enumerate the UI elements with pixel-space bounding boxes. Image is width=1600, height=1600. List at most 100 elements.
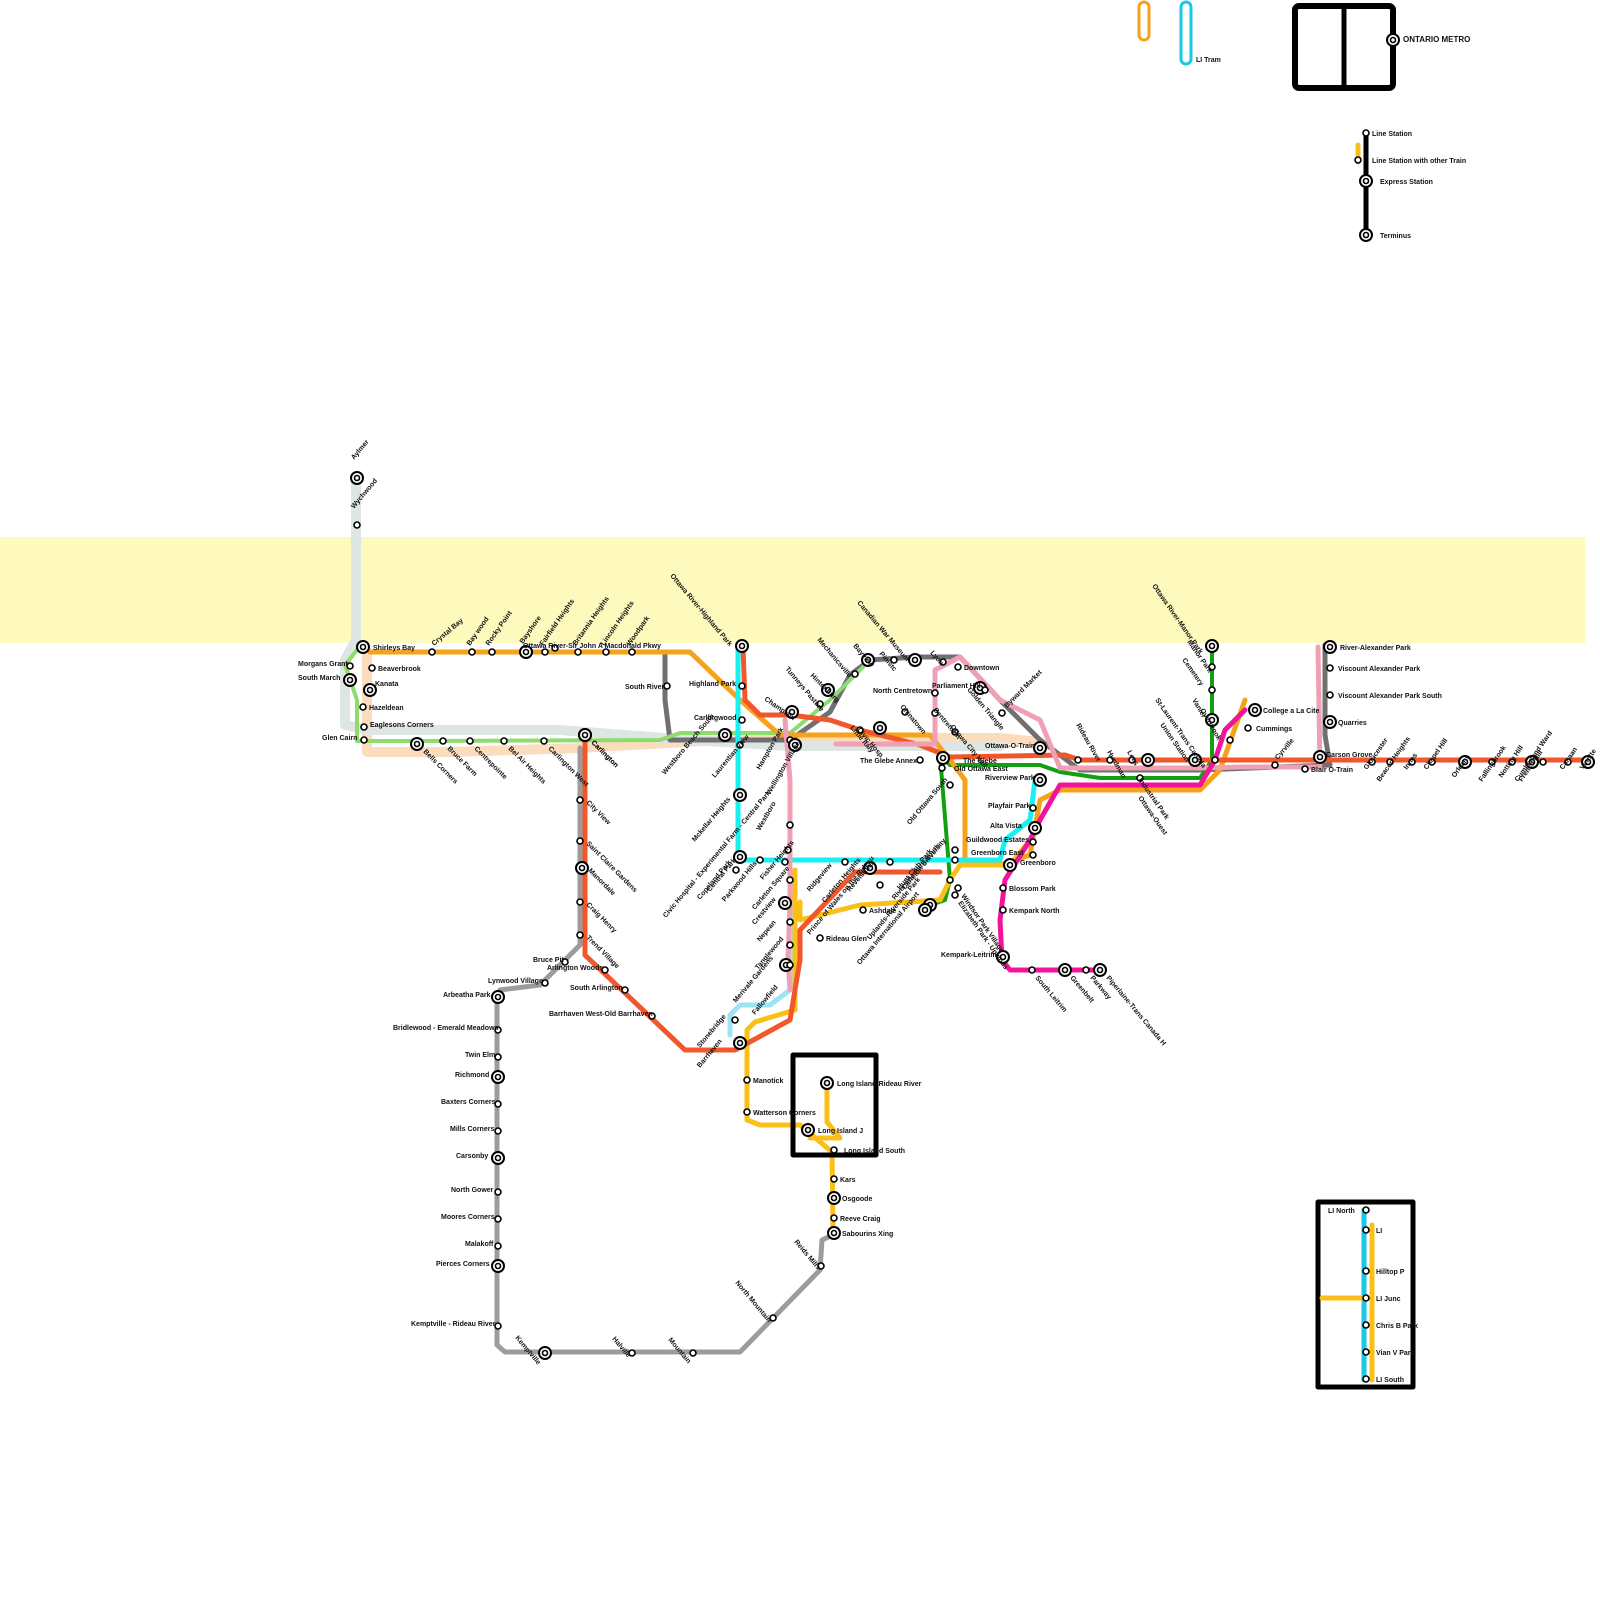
station-copeland-park bbox=[756, 856, 764, 864]
station-label-glen-cairn: Glen Cairn bbox=[322, 735, 357, 742]
station-fallingbrook bbox=[1488, 758, 1496, 766]
station-riverside-park-south bbox=[946, 876, 954, 884]
station-label-hazeldean: Hazeldean bbox=[369, 705, 404, 712]
station-hunt-club-park bbox=[951, 856, 959, 864]
station-carlington-west bbox=[540, 737, 548, 745]
station-label-north-centretown: North Centretown bbox=[873, 688, 932, 695]
station-label-watterson-corners: Watterson Corners bbox=[753, 1110, 816, 1117]
station-lincoln-heights bbox=[602, 648, 610, 656]
station-label-eaglesons-corners: Eaglesons Corners bbox=[370, 722, 434, 729]
station-label-arbeatha-park: Arbeatha Park bbox=[443, 992, 491, 999]
station-ottawa-international-airport bbox=[918, 903, 932, 917]
station-long-island-j bbox=[801, 1123, 815, 1137]
station-greenboro bbox=[1003, 858, 1017, 872]
station-label-beaverbrook: Beaverbrook bbox=[378, 666, 421, 673]
station-overbrook bbox=[1226, 736, 1234, 744]
station-label-guildwood-estates: Guildwood Estates bbox=[966, 837, 1029, 844]
station-ottawa-river-highland-park bbox=[735, 639, 749, 653]
station-label-chris-b-park: Chris B Park bbox=[1376, 1323, 1418, 1330]
station-old-ottawa-south bbox=[946, 781, 954, 789]
line-peach bbox=[362, 645, 1045, 757]
station-old-ottawa-east bbox=[938, 764, 946, 772]
station-blair-o-train bbox=[1301, 765, 1309, 773]
station-saint-claire-gardens bbox=[576, 837, 584, 845]
station-twin-elm bbox=[494, 1053, 502, 1061]
station-gloucester bbox=[1368, 758, 1376, 766]
station-label-li-junc: LI Junc bbox=[1376, 1296, 1401, 1303]
station-chinatown bbox=[901, 708, 909, 716]
station-label-greenboro-east: Greenboro East bbox=[971, 850, 1024, 857]
station-kempark-north bbox=[999, 906, 1007, 914]
station-carleton-university bbox=[951, 846, 959, 854]
station-woodpark bbox=[628, 648, 636, 656]
station-label-li: LI bbox=[1376, 1228, 1382, 1235]
station-label-stonebridge: Stonebridge bbox=[696, 1013, 728, 1049]
station-label-the-glebe-annex: The Glebe Annex bbox=[860, 758, 917, 765]
station-label-baxters-corners: Baxters Corners bbox=[441, 1099, 496, 1106]
station-revelstoke bbox=[886, 858, 894, 866]
station-river-alexander-park bbox=[1323, 640, 1337, 654]
station-moores-corners bbox=[494, 1215, 502, 1223]
station-kemptville-rideau-river bbox=[494, 1322, 502, 1330]
station-ottawa-river-sir-john-a-macdonald-pkwy bbox=[551, 644, 559, 652]
station-label-malakoff: Malakoff bbox=[465, 1241, 494, 1248]
station-south-march bbox=[343, 673, 357, 687]
station-tanglewood bbox=[786, 941, 794, 949]
station-li-north bbox=[1362, 1206, 1370, 1214]
station-label-cummings: Cummings bbox=[1256, 726, 1292, 733]
station-label-city-view: City View bbox=[585, 799, 612, 826]
station-hintonburg bbox=[821, 683, 835, 697]
station-label-downtown: Downtown bbox=[964, 665, 999, 672]
station-carleton-heights bbox=[863, 861, 877, 875]
station-lees bbox=[1128, 756, 1136, 764]
station-byward-market bbox=[998, 709, 1006, 717]
station-south-leitrim bbox=[1028, 966, 1036, 974]
station-viscount-alexander-park bbox=[1326, 664, 1334, 672]
station-centrepointe bbox=[466, 737, 474, 745]
inset-li-box bbox=[1315, 1199, 1416, 1390]
station-label-arlington-woods: Arlington Woods bbox=[547, 965, 603, 972]
station-label-mckellar-heights: Mckellar Heights bbox=[691, 796, 732, 843]
station-label-south-river: South River bbox=[625, 684, 665, 691]
station-mountain bbox=[689, 1349, 697, 1357]
station-bay-wood bbox=[468, 648, 476, 656]
station-label-chapel-hill: Chapel Hill bbox=[1423, 737, 1450, 771]
station-blossom-park bbox=[999, 884, 1007, 892]
station-city-view bbox=[576, 796, 584, 804]
station-north-centretown bbox=[931, 689, 939, 697]
legend-symbol-3 bbox=[1359, 228, 1373, 242]
station-canadian-war-museum bbox=[908, 653, 922, 667]
station-ottawa-city-hall bbox=[951, 728, 959, 736]
legend-express-label: Express Station bbox=[1380, 179, 1433, 186]
station-britannia-heights bbox=[574, 648, 582, 656]
station-ottawa-ouest bbox=[1136, 774, 1144, 782]
station-trend-village bbox=[576, 931, 584, 939]
legend-symbol-1 bbox=[1354, 156, 1362, 164]
station-bayshore bbox=[519, 645, 533, 659]
station-li-junc bbox=[1362, 1294, 1370, 1302]
station-little-italy bbox=[873, 721, 887, 735]
station-canaan bbox=[1564, 758, 1572, 766]
station-label-richmond: Richmond bbox=[455, 1072, 489, 1079]
station-bridlewood-emerald-meadows bbox=[494, 1026, 502, 1034]
station-label-prince-of-wales-on-the-rideau: Prince of Wales on the Rideau bbox=[806, 855, 876, 936]
station-label-bruce-pit: Bruce Pit bbox=[533, 957, 564, 964]
station-fallowfield bbox=[786, 961, 794, 969]
station-label-sabourins-xing: Sabourins Xing bbox=[842, 1231, 893, 1238]
station-laurentian-view bbox=[736, 741, 744, 749]
station-label-ashdale: Ashdale bbox=[869, 908, 896, 915]
station-long-island-south bbox=[830, 1146, 838, 1154]
station-label-ottawa-o-train: Ottawa-O-Train bbox=[985, 743, 1035, 750]
line-pale-grey bbox=[340, 473, 1005, 751]
station-label-reeve-craig: Reeve Craig bbox=[840, 1216, 880, 1223]
key-pill-b bbox=[1179, 0, 1193, 66]
station-ottawa-o-train bbox=[1033, 741, 1047, 755]
station-label-vian-v-park: Vian V Park bbox=[1376, 1350, 1415, 1357]
station-stonebridge bbox=[731, 1016, 739, 1024]
station-industrial-park bbox=[1141, 753, 1155, 767]
station-crestview bbox=[778, 896, 792, 910]
station-fisher-heights bbox=[784, 846, 792, 854]
station-bruce-farm bbox=[439, 737, 447, 745]
station-label-south-arlington: South Arlington bbox=[570, 985, 623, 992]
